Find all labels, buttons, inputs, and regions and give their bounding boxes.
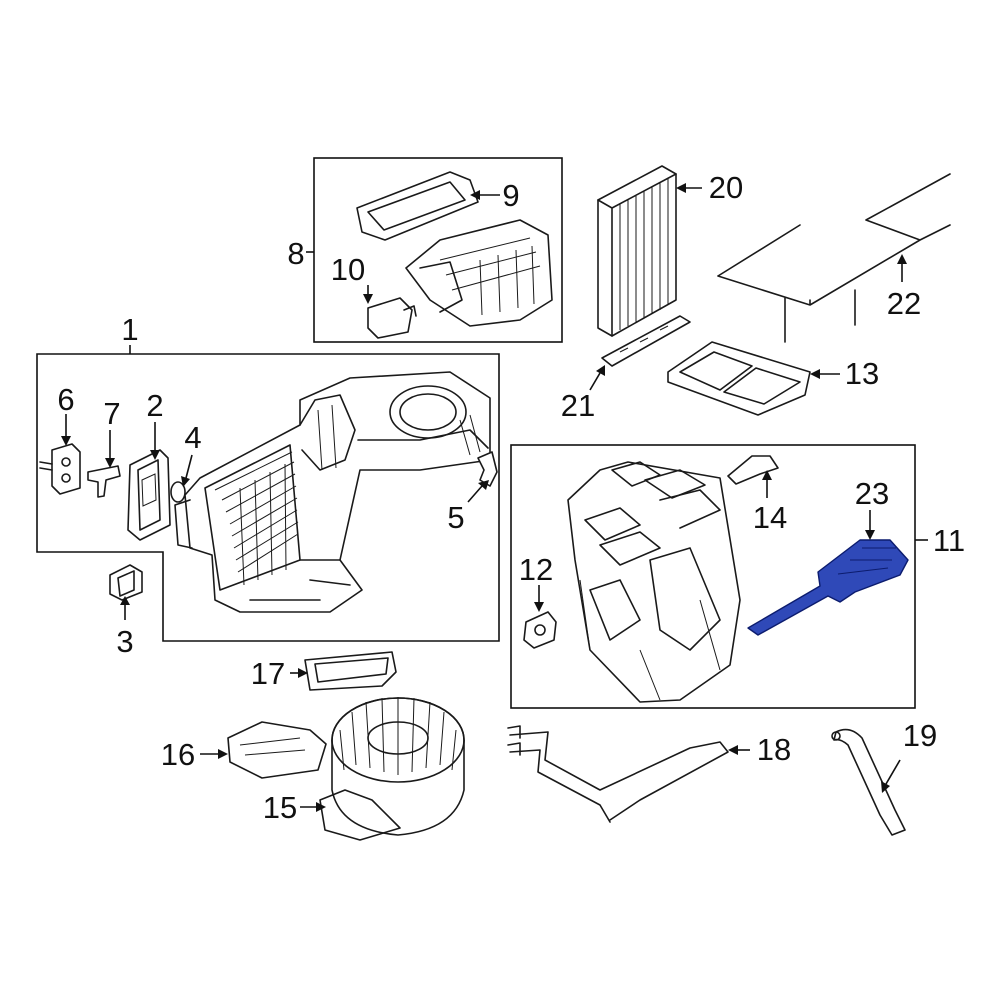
callout-4[interactable]: 4 [184,420,201,455]
callout-16[interactable]: 16 [161,737,195,772]
bracket-part[interactable] [87,465,121,498]
o-ring-part[interactable] [170,481,186,503]
callout-18[interactable]: 18 [757,732,791,767]
callout-10[interactable]: 10 [331,252,365,287]
highlighted-part-23[interactable] [747,539,909,636]
insulator-part[interactable] [717,173,951,343]
callout-20[interactable]: 20 [709,170,743,205]
callout-labels: 1 2 3 4 5 6 7 8 9 10 11 12 13 14 15 16 1… [57,170,965,825]
callout-14[interactable]: 14 [753,500,787,535]
callout-3[interactable]: 3 [116,624,133,659]
tube-part[interactable] [831,728,906,836]
callout-9[interactable]: 9 [502,178,519,213]
group-box-11 [510,444,916,709]
inlet-seal-part[interactable] [356,171,479,241]
cabin-air-filter-part[interactable] [597,165,677,337]
blower-motor-part[interactable] [319,697,465,841]
seal-gasket-part[interactable] [127,449,171,541]
expansion-valve-part[interactable] [39,443,81,495]
sensor-part[interactable] [727,455,779,485]
foam-seal-part[interactable] [667,341,811,416]
actuator-part-12[interactable] [523,611,557,649]
blower-gasket-part[interactable] [304,651,397,691]
drain-hose-part[interactable] [477,451,498,487]
callout-7[interactable]: 7 [103,396,120,431]
callout-12[interactable]: 12 [519,552,553,587]
callout-8[interactable]: 8 [287,236,304,271]
callout-23[interactable]: 23 [855,476,889,511]
blower-resistor-part[interactable] [227,721,327,779]
callout-1[interactable]: 1 [121,312,138,347]
callout-13[interactable]: 13 [845,356,879,391]
callout-11[interactable]: 11 [933,523,965,558]
callout-15[interactable]: 15 [263,790,297,825]
callout-21[interactable]: 21 [561,388,595,423]
callout-6[interactable]: 6 [57,382,74,417]
air-inlet-case-part[interactable] [405,219,553,327]
group-box-1 [36,353,500,642]
leader-lines [61,183,928,812]
grommet-part[interactable] [109,564,143,601]
callout-19[interactable]: 19 [903,718,937,753]
callout-22[interactable]: 22 [887,286,921,321]
actuator-part-10[interactable] [367,297,417,339]
hvac-housing-part[interactable] [174,371,491,613]
callout-17[interactable]: 17 [251,656,285,691]
group-box-8 [313,157,563,343]
callout-5[interactable]: 5 [447,500,464,535]
callout-2[interactable]: 2 [146,388,163,423]
hvac-case-assembly-part[interactable] [567,461,741,703]
heater-hose-part[interactable] [507,725,729,823]
filter-door-part[interactable] [601,315,691,367]
